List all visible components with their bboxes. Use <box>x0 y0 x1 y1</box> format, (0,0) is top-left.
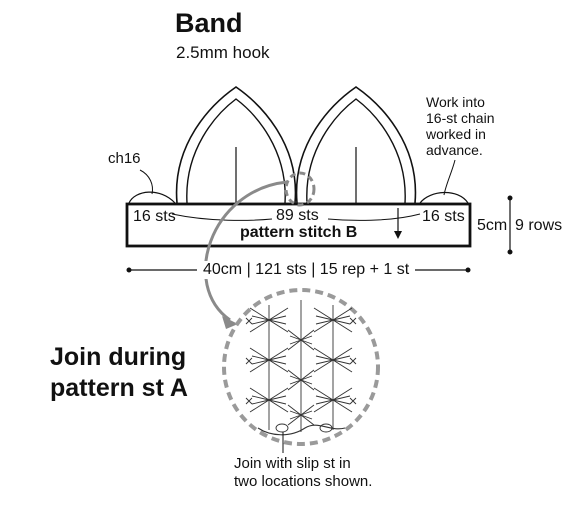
height-marker-bottom <box>507 249 513 255</box>
chain-note-line: 16-st chain <box>426 110 495 126</box>
diagram-title: Band <box>175 8 243 38</box>
width-marker-left <box>126 267 132 273</box>
detail-arrow <box>204 180 288 322</box>
height-cm-label: 5cm <box>477 217 508 234</box>
right-sts-label: 16 sts <box>422 208 465 225</box>
join-title-line: Join during <box>50 343 187 371</box>
direction-arrow-head <box>394 231 402 239</box>
join-loop-right <box>319 423 333 433</box>
left-chain-loop <box>128 191 176 204</box>
ch16-leader <box>139 169 153 195</box>
note-leader <box>443 159 456 196</box>
pattern-label: pattern stitch B <box>240 224 358 241</box>
left-sts-label: 16 sts <box>133 208 176 225</box>
hook-size: 2.5mm hook <box>176 43 270 62</box>
detail-circle <box>222 288 380 446</box>
fan-right-3 <box>313 387 353 413</box>
left-arch-inner <box>186 98 286 204</box>
fan-center-2 <box>287 369 315 391</box>
width-marker-right <box>465 267 471 273</box>
center-sts-span <box>171 213 421 221</box>
right-arch <box>295 86 417 204</box>
join-note: Join with slip st in two locations shown… <box>234 455 372 491</box>
fan-center-1 <box>287 329 315 351</box>
stitch-marks <box>245 317 357 405</box>
fan-right-1 <box>313 307 353 333</box>
fan-left-1 <box>249 307 289 333</box>
fan-left-2 <box>249 347 289 373</box>
detail-arrow-head <box>222 316 238 329</box>
left-arch <box>175 86 297 204</box>
join-location-circle <box>284 171 316 207</box>
fan-left-3 <box>249 387 289 413</box>
chain-note-line: Work into <box>426 94 485 110</box>
join-title-line: pattern st A <box>50 374 188 402</box>
crochet-chart <box>245 300 357 436</box>
chain-note-line: advance. <box>426 142 483 158</box>
height-marker-top <box>507 195 513 201</box>
right-chain-loop <box>419 191 469 204</box>
fan-right-2 <box>313 347 353 373</box>
chain-note-line: worked in <box>426 126 486 142</box>
center-sts-label: 89 sts <box>276 207 319 224</box>
join-note-line: two locations shown. <box>234 473 373 490</box>
chain-note: Work into 16-st chain worked in advance. <box>426 94 494 158</box>
right-arch-inner <box>306 98 406 204</box>
fan-center-3 <box>287 404 315 426</box>
join-chain <box>257 424 346 436</box>
chain-label: ch16 <box>108 150 141 167</box>
height-rows-label: 9 rows <box>515 217 563 234</box>
join-note-line: Join with slip st in <box>234 455 351 472</box>
join-loop-left <box>275 423 289 433</box>
width-label: 40cm | 121 sts | 15 rep + 1 st <box>197 261 416 279</box>
join-title: Join during pattern st A <box>50 342 188 404</box>
band-rectangle <box>125 202 472 248</box>
